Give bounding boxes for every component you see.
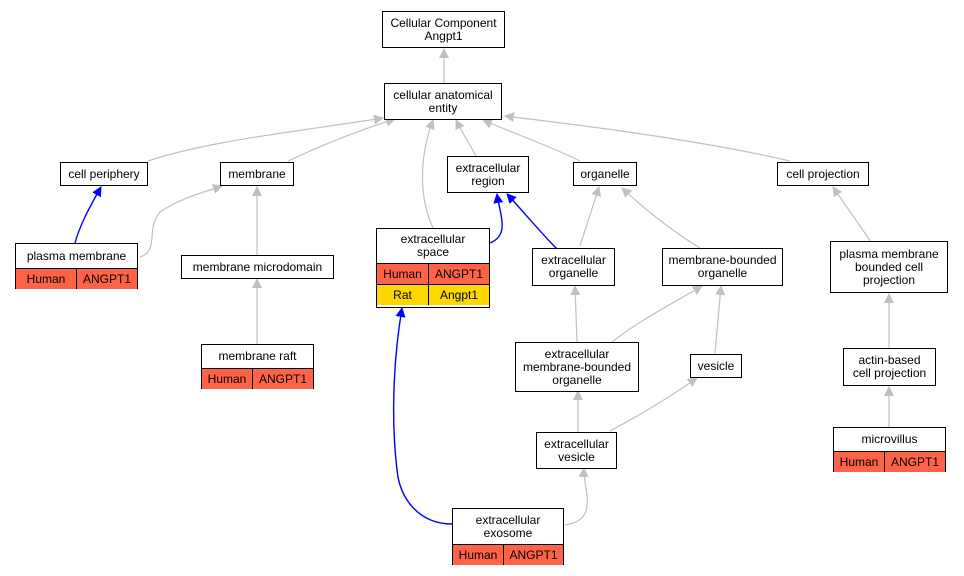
node-label: extracellular space	[400, 232, 466, 259]
node-label: membrane microdomain	[192, 259, 323, 274]
annotation-row-rat[interactable]: Rat Angpt1	[377, 284, 489, 305]
edge-ec-organelle-to-organelle	[579, 186, 602, 247]
edge-ec-organelle-to-region	[506, 193, 559, 251]
annotation-row[interactable]: Human ANGPT1	[453, 544, 563, 565]
node-label: cellular anatomical entity	[393, 87, 493, 115]
edge-plasma-membrane-to-cell-periphery	[74, 186, 102, 244]
gene-cell: ANGPT1	[428, 264, 489, 284]
edge-cell-periphery-to-cae	[147, 114, 384, 162]
edge-pm-projection-to-cell-projection	[832, 186, 871, 242]
node-label: extracellular exosome	[475, 512, 541, 540]
edge-extracellular-region-to-cae	[455, 119, 477, 157]
gene-cell: Angpt1	[428, 285, 489, 305]
node-label: vesicle	[697, 358, 735, 373]
species-cell: Rat	[393, 287, 412, 302]
edge-exosome-to-ec-vesicle	[564, 467, 589, 526]
node-label: extracellular organelle	[541, 253, 606, 280]
node-label: plasma membrane	[26, 248, 127, 263]
edge-plasma-membrane-to-membrane	[139, 184, 223, 258]
node-label: extracellular membrane-bounded organelle	[522, 346, 632, 387]
node-plasma-membrane-bounded-cell-projection[interactable]: plasma membrane bounded cell projection	[830, 241, 948, 293]
edge-vesicle-to-mb-organelle	[714, 285, 726, 354]
node-extracellular-region[interactable]: extracellular region	[447, 156, 529, 193]
node-cell-projection[interactable]: cell projection	[777, 162, 869, 186]
edge-extracellular-space-to-region	[489, 193, 504, 244]
node-label: membrane raft	[218, 349, 297, 363]
annotation-row[interactable]: Human ANGPT1	[202, 368, 313, 389]
annotation-row[interactable]: Human ANGPT1	[834, 451, 945, 472]
node-microvillus[interactable]: microvillus Human ANGPT1	[833, 427, 946, 472]
edge-membrane-to-cae	[287, 116, 396, 162]
species-cell: Human	[383, 266, 422, 281]
node-label: microvillus	[861, 432, 918, 446]
edge-extracellular-space-to-cae	[421, 119, 435, 229]
node-plasma-membrane[interactable]: plasma membrane Human ANGPT1	[15, 243, 138, 289]
species-cell: Human	[207, 371, 247, 386]
node-label: extracellular vesicle	[544, 436, 609, 464]
node-extracellular-exosome[interactable]: extracellular exosome Human ANGPT1	[452, 508, 564, 565]
node-membrane-microdomain[interactable]: membrane microdomain	[181, 255, 334, 279]
node-label: actin-based cell projection	[852, 353, 927, 380]
edge-organelle-to-cae	[482, 119, 581, 162]
edge-cell-projection-to-cae	[504, 112, 791, 162]
node-membrane-raft[interactable]: membrane raft Human ANGPT1	[201, 344, 314, 389]
node-extracellular-vesicle[interactable]: extracellular vesicle	[536, 432, 617, 469]
node-label: membrane-bounded organelle	[668, 253, 777, 280]
gene-cell: ANGPT1	[884, 452, 945, 472]
node-label: organelle	[580, 166, 630, 181]
edge-mb-organelle-to-organelle	[621, 187, 701, 249]
annotation-row[interactable]: Human ANGPT1	[16, 268, 137, 289]
node-actin-based-cell-projection[interactable]: actin-based cell projection	[843, 348, 936, 386]
node-cellular-component-angpt1[interactable]: Cellular Component Angpt1	[382, 11, 505, 48]
node-extracellular-membrane-bounded-organelle[interactable]: extracellular membrane-bounded organelle	[515, 342, 639, 392]
gene-cell: ANGPT1	[76, 269, 137, 289]
edge-ecmbo-to-mb-organelle	[611, 285, 703, 343]
node-organelle[interactable]: organelle	[573, 162, 637, 186]
node-label: membrane	[228, 166, 286, 181]
node-label: cell periphery	[68, 166, 140, 181]
node-extracellular-organelle[interactable]: extracellular organelle	[532, 248, 615, 286]
node-label: Cellular Component Angpt1	[390, 15, 497, 43]
node-cellular-anatomical-entity[interactable]: cellular anatomical entity	[384, 83, 502, 120]
annotation-row-human[interactable]: Human ANGPT1	[377, 263, 489, 284]
edge-ecmbo-to-ec-organelle	[570, 285, 581, 343]
node-label: plasma membrane bounded cell projection	[839, 246, 939, 287]
node-membrane-bounded-organelle[interactable]: membrane-bounded organelle	[662, 248, 783, 286]
edge-ec-vesicle-to-vesicle	[609, 377, 698, 432]
species-cell: Human	[26, 271, 66, 286]
gene-cell: ANGPT1	[252, 369, 313, 389]
edge-exosome-to-extracellular-space	[392, 307, 453, 525]
node-vesicle[interactable]: vesicle	[690, 354, 742, 378]
gene-cell: ANGPT1	[503, 545, 563, 565]
species-cell: Human	[839, 454, 879, 469]
node-membrane[interactable]: membrane	[220, 162, 294, 186]
node-label: extracellular region	[455, 160, 521, 188]
node-cell-periphery[interactable]: cell periphery	[60, 162, 148, 186]
node-extracellular-space[interactable]: extracellular space Human ANGPT1 Rat Ang…	[376, 228, 490, 308]
species-cell: Human	[458, 547, 498, 562]
node-label: cell projection	[786, 166, 860, 181]
